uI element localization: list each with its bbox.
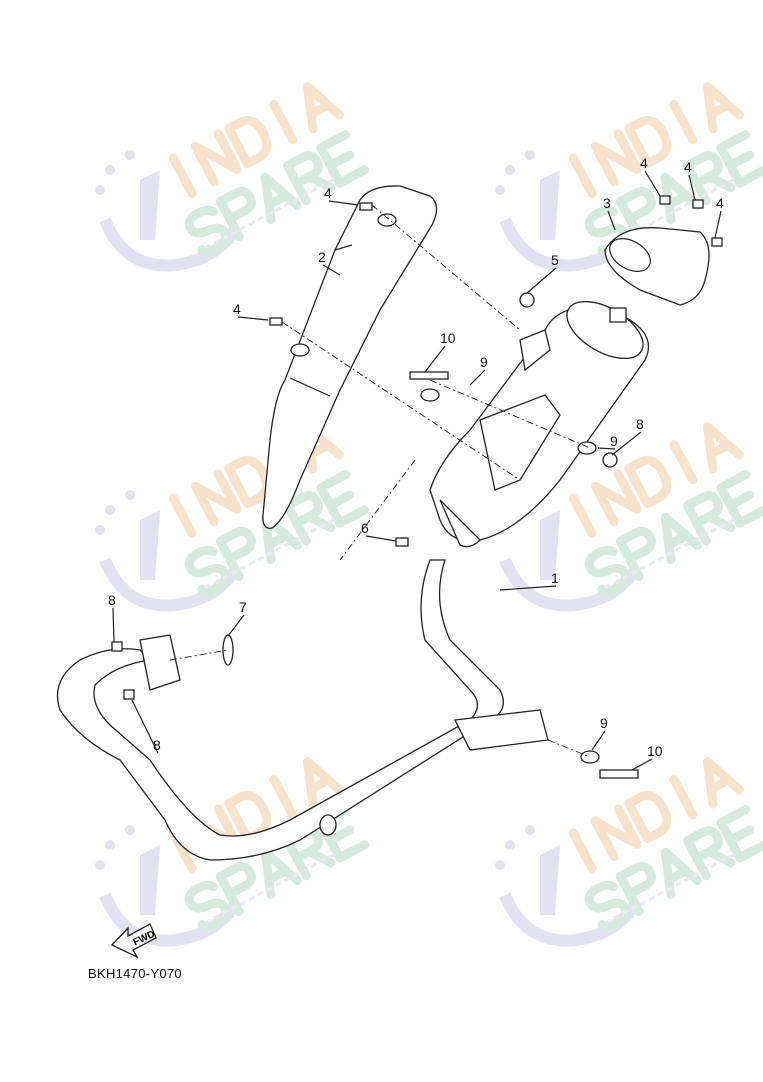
callout-number: 3	[603, 195, 611, 211]
callout-number: 10	[440, 330, 456, 346]
callout-number: 9	[610, 433, 618, 449]
diagram-code: BKH1470-Y070	[88, 966, 182, 981]
callout-number: 7	[239, 599, 247, 615]
pipe-flange	[139, 634, 181, 691]
callout-leader	[591, 730, 606, 751]
callout-leader	[644, 170, 661, 197]
callout-leader	[322, 264, 341, 276]
callout-number: 8	[636, 416, 644, 432]
fasteners	[111, 195, 723, 779]
assembly-lines	[169, 204, 591, 758]
callout-leader	[227, 614, 245, 637]
watermark-logo	[95, 82, 369, 272]
tailpipe-stub	[609, 307, 627, 323]
watermarks	[95, 82, 763, 947]
callout-number: 4	[716, 195, 724, 211]
callout-leader	[469, 369, 486, 386]
end-cap	[604, 227, 710, 306]
callout-leader	[112, 607, 115, 643]
shield-mount-hole	[290, 343, 310, 357]
callout-leader	[499, 585, 557, 591]
callout-leader	[131, 699, 159, 754]
pipe-bracket	[454, 709, 549, 751]
watermark-logo	[495, 82, 763, 272]
callout-number: 2	[318, 249, 326, 265]
callout-leader	[597, 447, 616, 450]
watermark-logo	[95, 422, 369, 612]
callout-leader	[365, 535, 397, 542]
callout-number: 5	[551, 252, 559, 268]
gasket	[222, 634, 234, 666]
callout-leader	[611, 431, 642, 456]
watermark-logo	[495, 757, 763, 947]
heat-shield-edge	[289, 244, 353, 397]
callout-number: 9	[480, 354, 488, 370]
muffler-hanger	[519, 329, 551, 372]
callout-leader	[526, 267, 557, 294]
callout-number: 6	[361, 520, 369, 536]
callout-number: 4	[324, 185, 332, 201]
end-cap-opening	[609, 238, 651, 272]
muffler-cone	[439, 499, 481, 548]
callout-number: 1	[551, 570, 559, 586]
pipe-boss	[319, 814, 337, 836]
callout-number: 4	[233, 301, 241, 317]
callouts: 1 2 3 4 4 4 4 4 5 6 7 8 8 8 9 9 9 10 10	[108, 155, 724, 771]
callout-leader	[328, 200, 359, 206]
shield-mount-hole	[377, 213, 397, 227]
callout-leader	[688, 174, 696, 201]
callout-leader	[607, 210, 616, 231]
callout-number: 8	[153, 737, 161, 753]
heat-shield	[262, 185, 438, 529]
exhaust-pipe	[56, 559, 504, 861]
callout-leader	[424, 345, 446, 373]
callout-number: 10	[647, 743, 663, 759]
callout-number: 8	[108, 592, 116, 608]
callout-number: 4	[684, 159, 692, 175]
callout-number: 4	[640, 155, 648, 171]
callout-leader	[631, 758, 653, 771]
callout-number: 9	[600, 715, 608, 731]
callout-leader	[237, 316, 269, 321]
callout-leader	[714, 210, 722, 239]
